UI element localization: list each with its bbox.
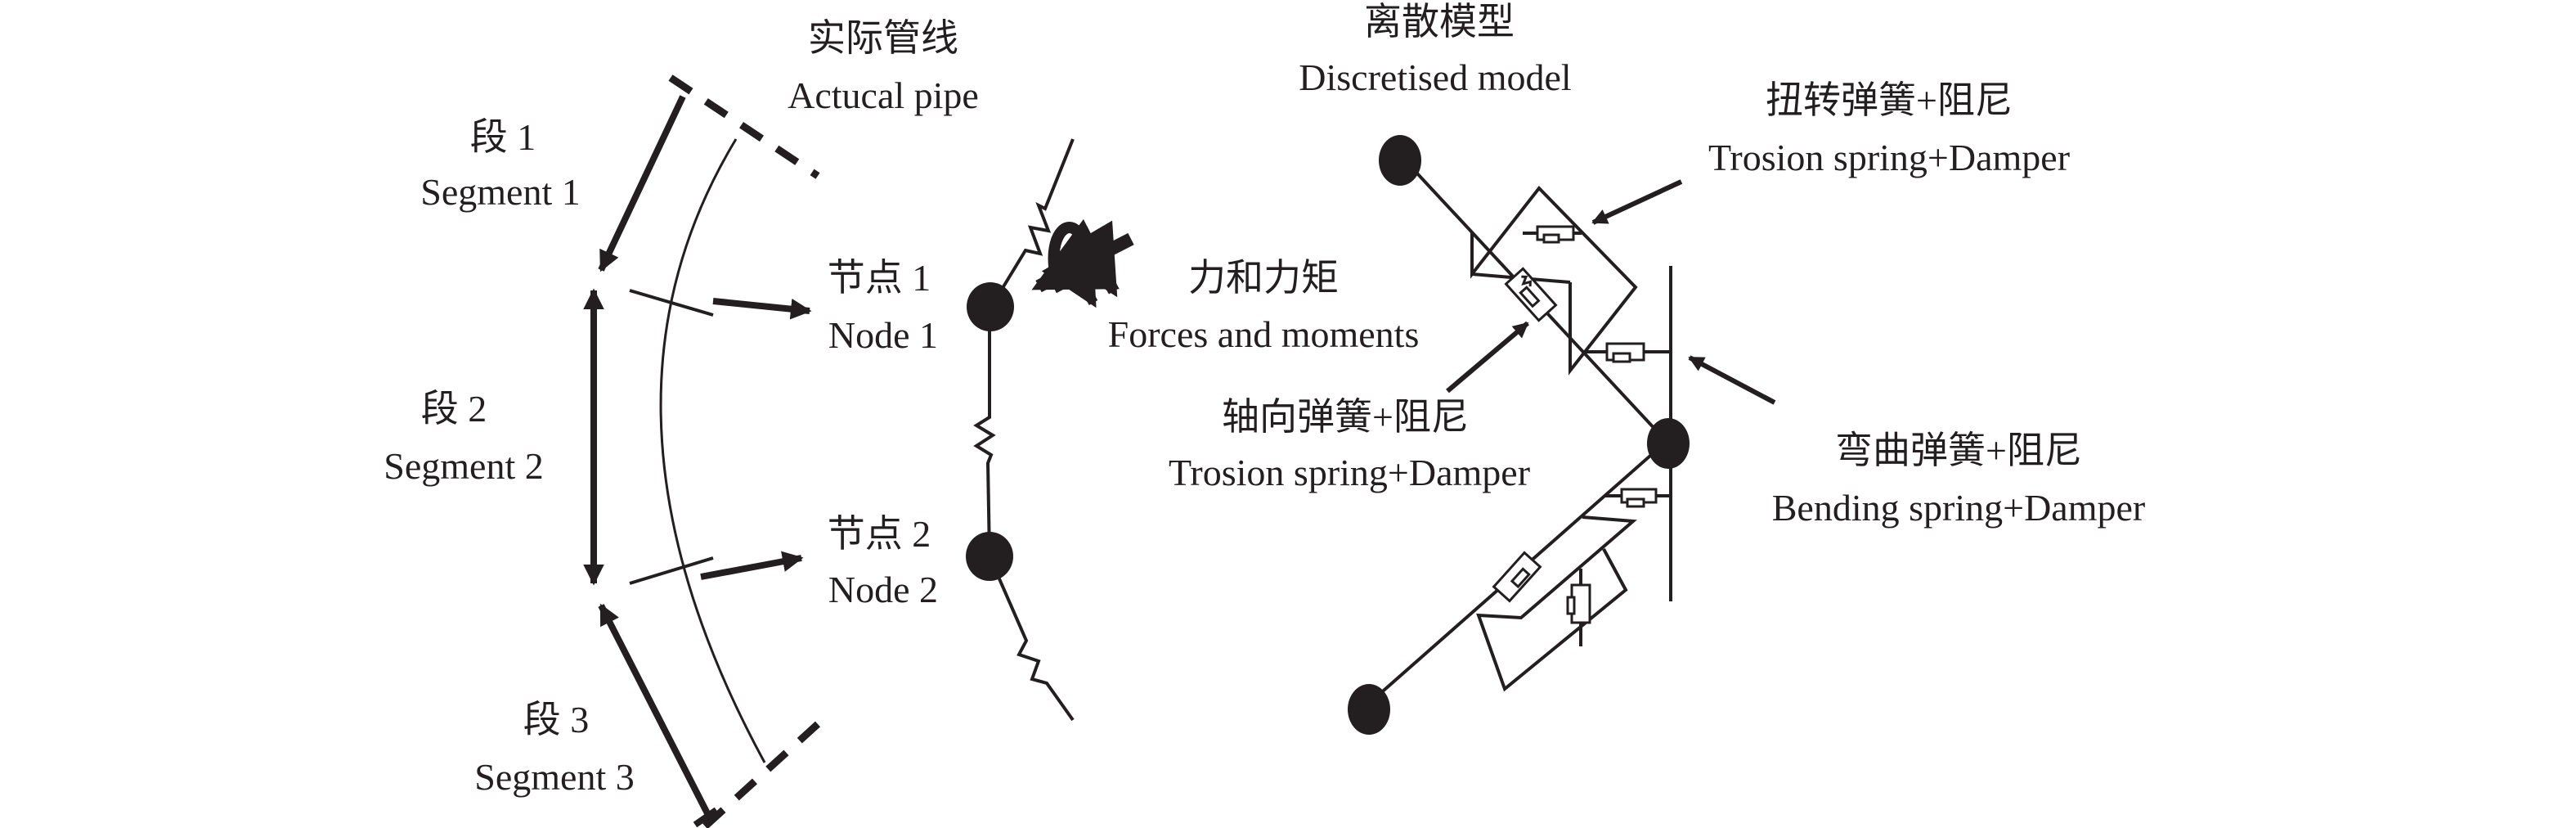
- node-2-label-zh: 节点 2: [828, 513, 931, 555]
- upper-torsion-frame: [1470, 185, 1638, 376]
- bending-spring-damper-upper: [1582, 342, 1671, 363]
- actual-pipe-title-en: Actucal pipe: [788, 74, 979, 116]
- axial-label-en: Trosion spring+Damper: [1169, 452, 1530, 493]
- middle-spring: [973, 307, 996, 557]
- segment-3-arrow: [598, 603, 713, 820]
- model-node-top: [1379, 135, 1421, 186]
- torsion-spring-damper-lower: [1566, 569, 1591, 646]
- pipe-end-bottom-dashed: [700, 721, 821, 828]
- bending-callout-arrow: [1688, 355, 1776, 405]
- discretised-model-title-zh: 离散模型: [1364, 1, 1515, 43]
- force-moment-icon: [1031, 218, 1134, 308]
- actual-pipe-title-zh: 实际管线: [808, 17, 958, 59]
- segment-1-label-en: Segment 1: [420, 171, 580, 213]
- segment-3-end-tick: [693, 807, 719, 828]
- lower-torsion-frame: [1476, 515, 1637, 692]
- segment-2-label-en: Segment 2: [384, 445, 543, 487]
- discretised-model-group: 离散模型 Discretised model 扭转弹簧+阻尼 Trosion s…: [1169, 1, 2145, 735]
- bending-label-en: Bending spring+Damper: [1772, 487, 2145, 529]
- discretised-model-title-en: Discretised model: [1299, 56, 1571, 98]
- pipe-centerline: [659, 138, 766, 763]
- node-2-dot: [966, 532, 1013, 581]
- segment-3-label-en: Segment 3: [474, 756, 634, 798]
- actual-pipe-group: 实际管线 Actucal pipe 段 1 Segment 1 段 2 Segm…: [384, 17, 979, 828]
- node-chain-group: 力和力矩 Forces and moments: [966, 138, 1420, 722]
- torsion-callout-arrow: [1591, 179, 1683, 225]
- segment-3-label-zh: 段 3: [523, 699, 590, 740]
- model-node-bottom: [1348, 684, 1390, 735]
- torsion-spring-damper-upper: [1523, 225, 1582, 244]
- node-2-label-en: Node 2: [828, 569, 938, 610]
- torsion-label-zh: 扭转弹簧+阻尼: [1766, 79, 2013, 121]
- bending-label-zh: 弯曲弹簧+阻尼: [1835, 430, 2082, 471]
- lower-spring: [988, 556, 1075, 722]
- pipe-end-top-dashed: [668, 74, 820, 179]
- axial-spring-damper-upper: [1504, 267, 1558, 322]
- segment-1-label-zh: 段 1: [470, 116, 536, 158]
- model-node-middle: [1647, 418, 1690, 469]
- node-1-label-zh: 节点 1: [828, 257, 931, 299]
- axial-label-zh: 轴向弹簧+阻尼: [1222, 396, 1469, 438]
- section-cut-2: [629, 556, 714, 585]
- node-1-dot: [967, 282, 1014, 331]
- segment-1-arrow: [598, 95, 686, 272]
- node-2-pointer-arrow: [700, 551, 804, 580]
- forces-label-zh: 力和力矩: [1188, 257, 1339, 299]
- segment-2-label-zh: 段 2: [421, 388, 487, 430]
- section-cut-1: [629, 289, 714, 317]
- torsion-label-en: Trosion spring+Damper: [1708, 137, 2070, 178]
- axial-spring-damper-lower: [1492, 551, 1542, 603]
- axial-callout-arrow: [1446, 321, 1529, 394]
- forces-label-en: Forces and moments: [1108, 313, 1420, 355]
- node-1-label-en: Node 1: [828, 314, 938, 356]
- node-1-pointer-arrow: [712, 298, 812, 320]
- bending-spring-damper-lower: [1605, 488, 1671, 508]
